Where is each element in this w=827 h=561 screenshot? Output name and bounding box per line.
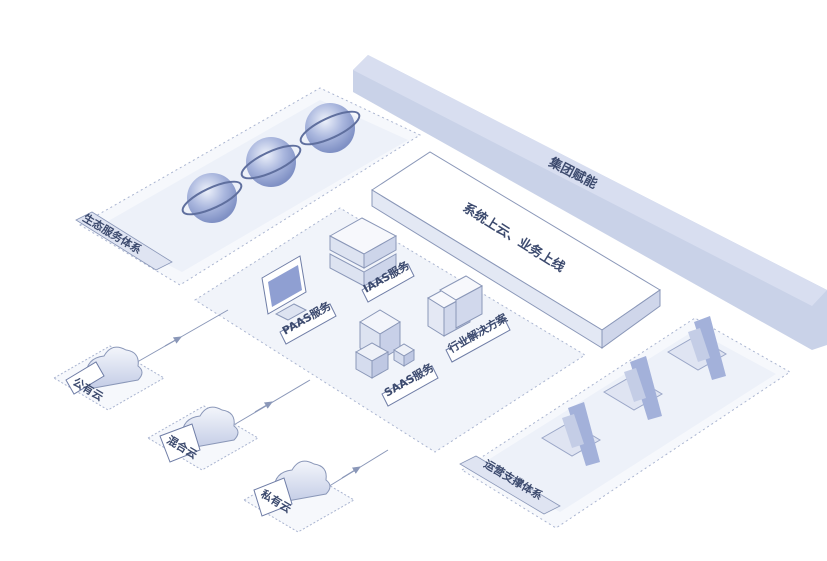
group-enable-band: 集团赋能 — [353, 55, 827, 350]
ops-support-panel: 运营支撑体系 — [459, 316, 791, 529]
document-stack-icon — [427, 275, 483, 337]
globe-icon — [299, 103, 361, 153]
system-cloud-bar: 系统上云、业务上线 — [371, 151, 661, 349]
support-pillar-icon — [603, 356, 663, 420]
globe-icon — [240, 137, 302, 187]
eco-service-panel: 生态服务体系 — [75, 87, 422, 286]
globe-icon — [181, 173, 243, 223]
hybrid-cloud-node: 混合云 — [147, 405, 259, 471]
support-pillar-icon — [667, 316, 727, 380]
paas-monitor-icon — [261, 255, 308, 321]
iaas-server-icon — [328, 217, 398, 287]
private-cloud-node: 私有云 — [243, 460, 355, 533]
saas-blocks-icon — [354, 309, 415, 379]
support-pillar-icon — [541, 402, 601, 466]
